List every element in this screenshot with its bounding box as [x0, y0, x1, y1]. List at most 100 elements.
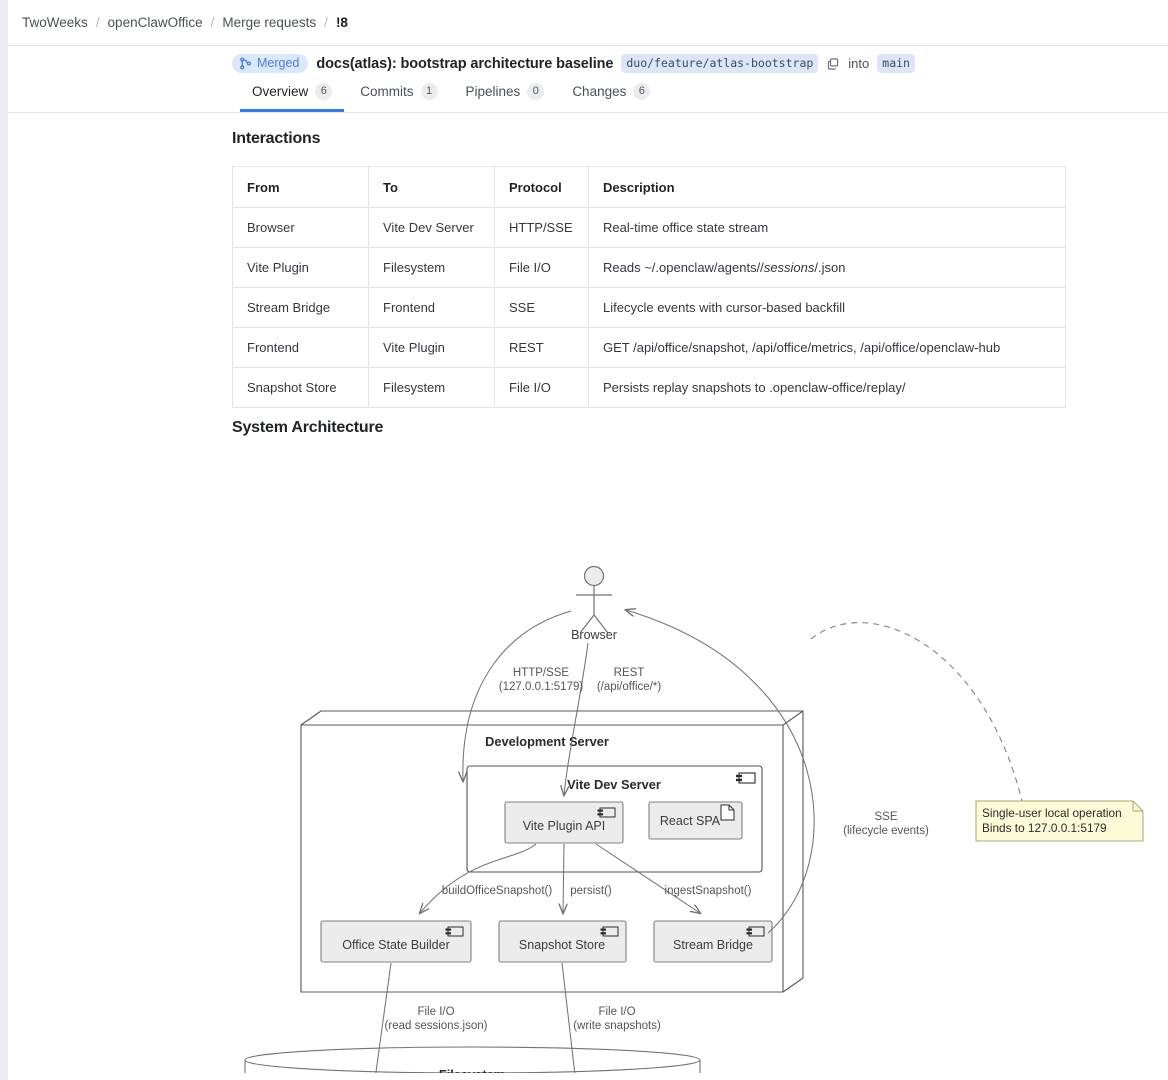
status-badge: Merged — [232, 54, 309, 74]
component-icon — [746, 926, 765, 937]
component-stream-bridge[interactable]: Stream Bridge — [653, 920, 773, 963]
breadcrumb-separator: / — [210, 15, 215, 30]
target-branch-chip[interactable]: main — [877, 54, 915, 74]
tab-pipelines-count: 0 — [527, 83, 545, 100]
table-header-row: From To Protocol Description — [232, 166, 1066, 208]
cell-to: Filesystem — [368, 247, 495, 288]
note-single-user: Single-user local operation Binds to 127… — [975, 800, 1144, 842]
table-row: Frontend Vite Plugin REST GET /api/offic… — [232, 327, 1066, 368]
edge-snapshot-store-to-replay — [561, 962, 576, 1073]
edge-label-persist: persist() — [570, 885, 612, 897]
component-office-state-builder[interactable]: Office State Builder — [320, 920, 472, 963]
status-badge-label: Merged — [257, 56, 300, 71]
note-line-1: Single-user local operation — [982, 806, 1122, 820]
cell-from: Frontend — [232, 327, 369, 368]
cell-protocol: File I/O — [494, 367, 589, 408]
svg-text:(lifecycle events): (lifecycle events) — [843, 825, 929, 837]
component-snapshot-store[interactable]: Snapshot Store — [498, 920, 627, 963]
cell-protocol: File I/O — [494, 247, 589, 288]
cell-from: Snapshot Store — [232, 367, 369, 408]
source-branch-chip[interactable]: duo/feature/atlas-bootstrap — [621, 54, 819, 74]
component-icon — [736, 772, 756, 784]
component-icon — [600, 926, 619, 937]
note-link-single-user — [810, 622, 1023, 802]
svg-text:(127.0.0.1:5179): (127.0.0.1:5179) — [499, 681, 584, 693]
desc-post: /.json — [814, 260, 846, 275]
component-label-stream-bridge: Stream Bridge — [673, 938, 753, 952]
cell-from: Browser — [232, 207, 369, 248]
copy-icon[interactable] — [826, 57, 840, 71]
overview-content: Interactions From To Protocol Descriptio… — [8, 113, 1168, 1080]
edge-label-http-sse: HTTP/SSE (127.0.0.1:5179) — [499, 667, 584, 693]
svg-text:File I/O: File I/O — [598, 1006, 635, 1018]
edge-browser-rest-to-vite-plugin — [564, 642, 589, 795]
column-header-to: To — [368, 166, 495, 208]
actor-label-browser: Browser — [571, 628, 617, 642]
tab-commits-count: 1 — [420, 83, 438, 100]
column-header-protocol: Protocol — [494, 166, 589, 208]
merge-request-header: Merged docs(atlas): bootstrap architectu… — [8, 46, 1168, 113]
tab-overview-label: Overview — [252, 84, 309, 99]
edge-vite-plugin-to-office-state-builder — [420, 843, 537, 913]
component-vite-plugin-api[interactable]: Vite Plugin API — [504, 801, 624, 844]
edge-office-state-builder-to-sessions — [375, 962, 392, 1073]
cell-protocol: SSE — [494, 287, 589, 328]
cell-protocol: REST — [494, 327, 589, 368]
tab-commits[interactable]: Commits 1 — [348, 77, 449, 112]
cell-description: Lifecycle events with cursor-based backf… — [588, 287, 1066, 328]
edge-vite-plugin-to-stream-bridge — [595, 843, 700, 913]
component-label-office-state-builder: Office State Builder — [342, 938, 449, 952]
breadcrumb-item-twoweeks[interactable]: TwoWeeks — [22, 15, 88, 30]
edge-label-file-io-read: File I/O (read sessions.json) — [385, 1006, 488, 1032]
architecture-heading: System Architecture — [232, 419, 384, 436]
cell-protocol: HTTP/SSE — [494, 207, 589, 248]
column-header-from: From — [232, 166, 369, 208]
table-row: Vite Plugin Filesystem File I/O Reads ~/… — [232, 247, 1066, 288]
column-header-description: Description — [588, 166, 1066, 208]
edge-label-file-io-write: File I/O (write snapshots) — [573, 1006, 661, 1032]
svg-text:File I/O: File I/O — [417, 1006, 454, 1018]
component-label-snapshot-store: Snapshot Store — [519, 938, 605, 952]
merge-icon — [239, 57, 252, 70]
tab-pipelines-label: Pipelines — [465, 84, 521, 99]
breadcrumb: TwoWeeks / openClawOffice / Merge reques… — [8, 0, 1168, 46]
edge-label-rest: REST (/api/office/*) — [597, 667, 662, 693]
svg-text:SSE: SSE — [874, 811, 897, 823]
breadcrumb-item-openclawoffice[interactable]: openClawOffice — [107, 15, 203, 30]
database-label-filesystem: Filesystem — [439, 1067, 505, 1073]
cell-description: Persists replay snapshots to .openclaw-o… — [588, 367, 1066, 408]
left-rail — [0, 0, 8, 1080]
edge-label-sse: SSE (lifecycle events) — [843, 811, 929, 837]
breadcrumb-item-current[interactable]: !8 — [336, 15, 348, 30]
tab-pipelines[interactable]: Pipelines 0 — [454, 77, 557, 112]
merge-request-tabs: Overview 6 Commits 1 Pipelines 0 Changes… — [240, 77, 662, 112]
merge-request-title-row: Merged docs(atlas): bootstrap architectu… — [232, 54, 915, 74]
component-icon — [597, 807, 616, 818]
breadcrumb-item-merge-requests[interactable]: Merge requests — [222, 15, 317, 30]
cell-description: GET /api/office/snapshot, /api/office/me… — [588, 327, 1066, 368]
cell-from: Vite Plugin — [232, 247, 369, 288]
table-row: Browser Vite Dev Server HTTP/SSE Real-ti… — [232, 207, 1066, 248]
cell-to: Vite Dev Server — [368, 207, 495, 248]
tab-overview[interactable]: Overview 6 — [240, 77, 345, 112]
edge-browser-to-vite-plugin — [463, 610, 572, 781]
cell-description: Real-time office state stream — [588, 207, 1066, 248]
tab-commits-label: Commits — [360, 84, 414, 99]
node-label-development-server: Development Server — [485, 734, 609, 749]
tab-changes-label: Changes — [572, 84, 627, 99]
component-react-spa[interactable]: React SPA — [648, 801, 743, 840]
svg-text:HTTP/SSE: HTTP/SSE — [513, 667, 570, 679]
svg-text:REST: REST — [614, 667, 645, 679]
stick-figure-actor-icon — [576, 565, 612, 634]
tab-changes-count: 6 — [633, 83, 651, 100]
architecture-diagram: Browser Development Server — [8, 443, 1168, 1073]
svg-text:(/api/office/*): (/api/office/*) — [597, 681, 662, 693]
edge-vite-plugin-to-snapshot-store — [563, 843, 564, 913]
cell-to: Frontend — [368, 287, 495, 328]
component-icon — [445, 926, 464, 937]
tab-changes[interactable]: Changes 6 — [560, 77, 662, 112]
desc-emphasis: sessions — [763, 260, 815, 275]
into-label: into — [848, 56, 870, 72]
component-label-react-spa: React SPA — [660, 814, 721, 828]
artifact-icon — [720, 804, 735, 821]
